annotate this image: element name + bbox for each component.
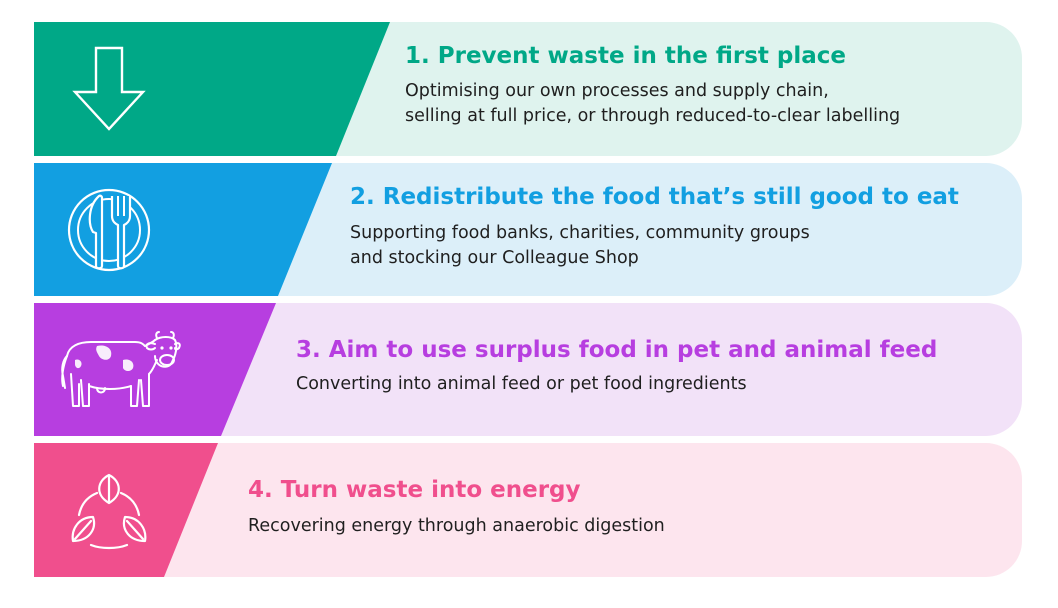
tier-4-color-wedge xyxy=(34,443,218,577)
tier-prevent-waste: 1. Prevent waste in the first place Opti… xyxy=(34,22,1022,156)
plate-cutlery-icon xyxy=(54,185,164,275)
cow-icon xyxy=(56,325,182,415)
tier-4-title: 4. Turn waste into energy xyxy=(248,477,581,503)
down-arrow-icon xyxy=(54,46,164,132)
tier-animal-feed: 3. Aim to use surplus food in pet and an… xyxy=(34,303,1022,436)
tier-3-title: 3. Aim to use surplus food in pet and an… xyxy=(296,337,938,363)
tier-2-desc-line-2: and stocking our Colleague Shop xyxy=(350,248,639,268)
tier-4-desc-line-1: Recovering energy through anaerobic dige… xyxy=(248,516,665,536)
tier-redistribute-food: 2. Redistribute the food that’s still go… xyxy=(34,163,1022,296)
tier-2-description: Supporting food banks, charities, commun… xyxy=(350,221,810,271)
tier-2-desc-line-1: Supporting food banks, charities, commun… xyxy=(350,223,810,243)
tier-1-title: 1. Prevent waste in the first place xyxy=(405,43,846,69)
tier-1-description: Optimising our own processes and supply … xyxy=(405,79,900,129)
tier-1-desc-line-2: selling at full price, or through reduce… xyxy=(405,106,901,126)
tier-3-color-wedge xyxy=(34,303,276,436)
tier-4-description: Recovering energy through anaerobic dige… xyxy=(248,514,665,539)
tier-2-title: 2. Redistribute the food that’s still go… xyxy=(350,184,959,210)
tier-waste-to-energy: 4. Turn waste into energy Recovering ene… xyxy=(34,443,1022,577)
tier-3-description: Converting into animal feed or pet food … xyxy=(296,372,747,397)
recycle-leaves-icon xyxy=(54,469,164,553)
tier-2-color-wedge xyxy=(34,163,332,296)
tier-1-desc-line-1: Optimising our own processes and supply … xyxy=(405,81,829,101)
tier-3-desc-line-1: Converting into animal feed or pet food … xyxy=(296,374,747,394)
